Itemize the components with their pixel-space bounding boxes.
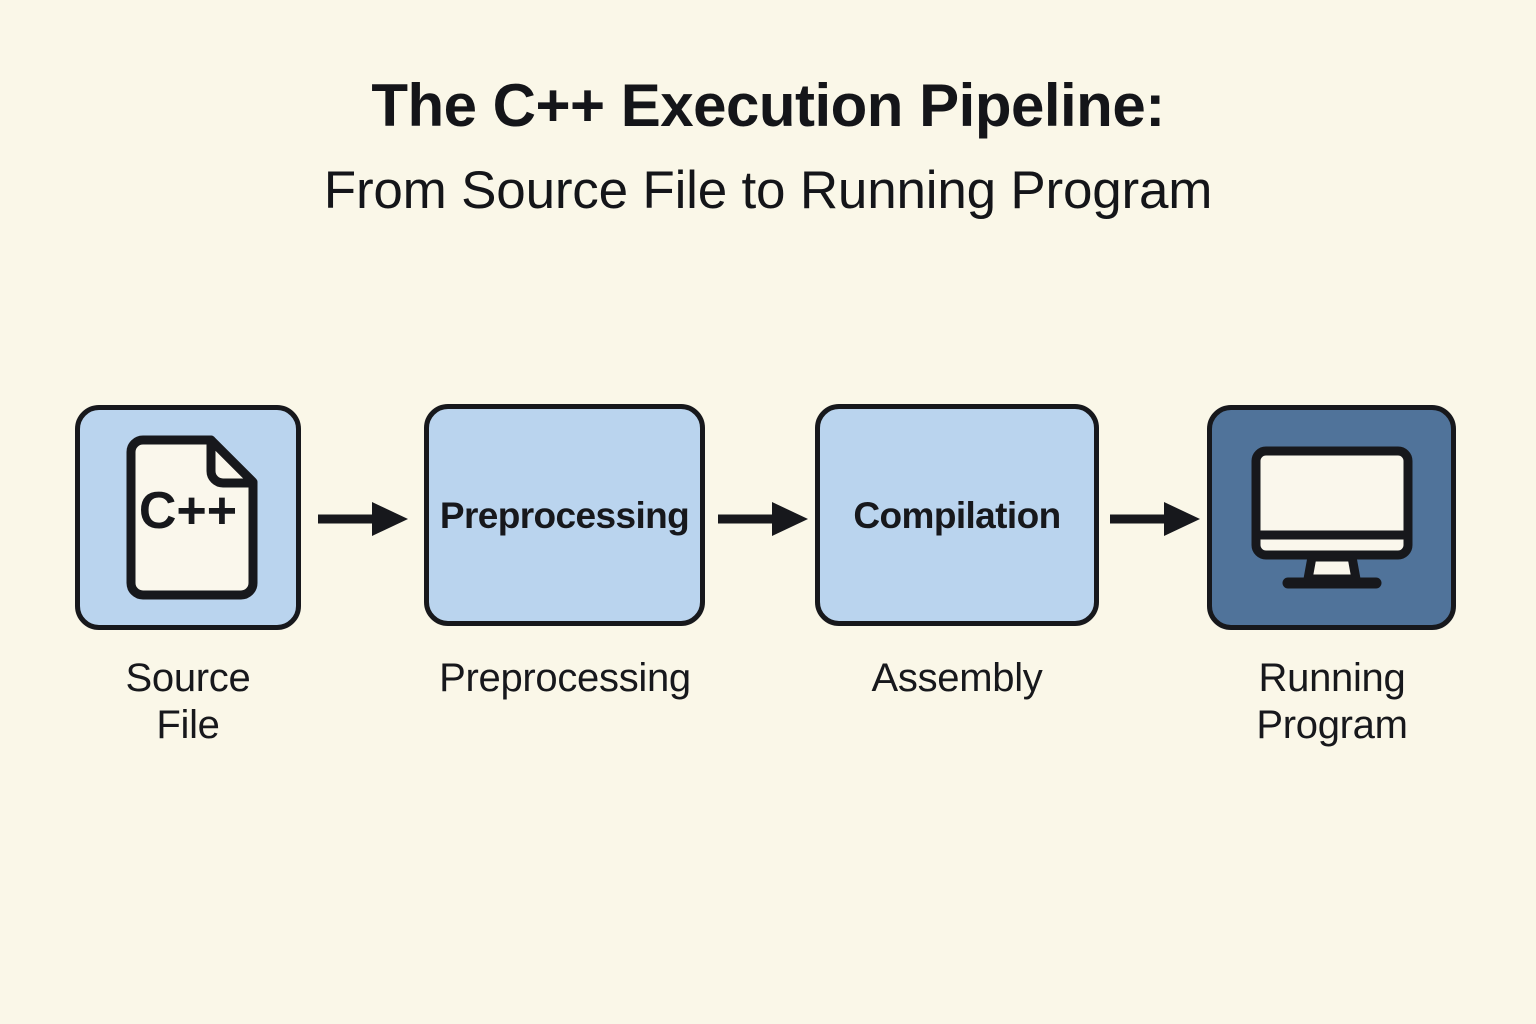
title-block: The C++ Execution Pipeline: From Source … [0,74,1536,219]
pipeline-label-line: Preprocessing [439,656,691,700]
pipeline-label-line: Program [1256,703,1408,748]
pipeline-label-line: File [156,703,220,748]
pipeline-label-preprocessing: Preprocessing [405,655,725,702]
pipeline-label-running-program: Running Program [1185,655,1479,749]
pipeline-label-line: Running [1258,656,1406,700]
arrow-compilation-to-running-program [1110,498,1200,540]
cpp-icon-text: C++ [139,482,237,540]
arrow-source-to-preprocessing [318,498,408,540]
pipeline-node-text: Preprocessing [439,494,690,536]
arrow-preprocessing-to-compilation [718,498,808,540]
pipeline-label-assembly: Assembly [795,655,1119,702]
pipeline-node-preprocessing[interactable]: Preprocessing [424,404,705,626]
pipeline-node-running-program[interactable] [1207,405,1456,630]
cpp-file-icon: C++ [118,435,258,600]
page-title: The C++ Execution Pipeline: [371,72,1165,139]
pipeline-label-source-file: Source File [58,655,318,749]
page-subtitle: From Source File to Running Program [323,161,1213,220]
pipeline-node-text: Compilation [853,494,1061,536]
pipeline-node-compilation[interactable]: Compilation [815,404,1099,626]
pipeline-label-line: Assembly [871,656,1043,700]
monitor-icon [1246,445,1418,591]
pipeline-label-line: Source [125,656,251,700]
pipeline-node-source-file[interactable]: C++ [75,405,301,630]
